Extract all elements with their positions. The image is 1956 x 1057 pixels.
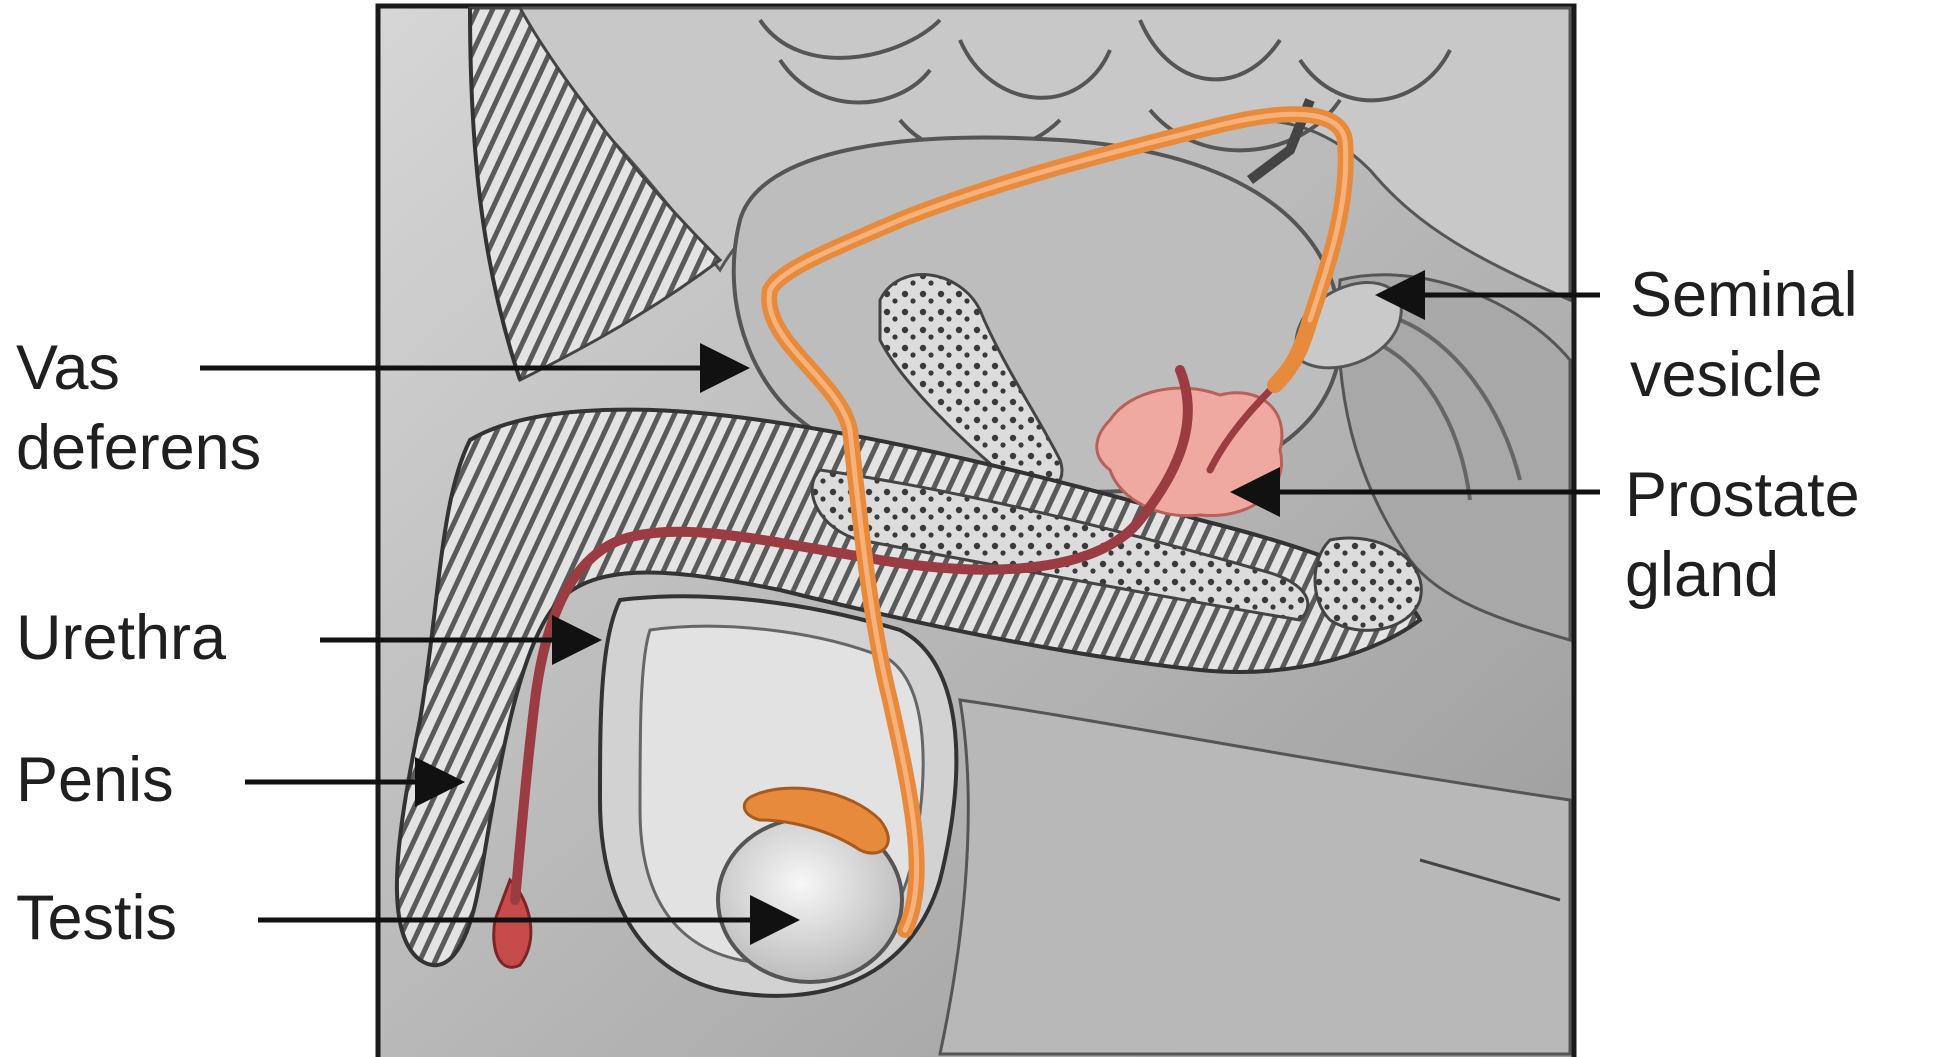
label-vas-deferens-line-1: Vas <box>16 328 261 408</box>
label-prostate-gland: Prostate gland <box>1625 455 1860 615</box>
label-urethra: Urethra <box>16 598 226 678</box>
label-seminal-vesicle-line-1: Seminal <box>1630 255 1858 335</box>
label-prostate-gland-line-1: Prostate <box>1625 455 1860 535</box>
label-seminal-vesicle: Seminal vesicle <box>1630 255 1858 415</box>
label-seminal-vesicle-line-2: vesicle <box>1630 335 1858 415</box>
label-penis: Penis <box>16 740 174 820</box>
label-prostate-gland-line-2: gland <box>1625 535 1860 615</box>
label-vas-deferens: Vas deferens <box>16 328 261 488</box>
label-vas-deferens-line-2: deferens <box>16 408 261 488</box>
label-testis: Testis <box>16 878 177 958</box>
